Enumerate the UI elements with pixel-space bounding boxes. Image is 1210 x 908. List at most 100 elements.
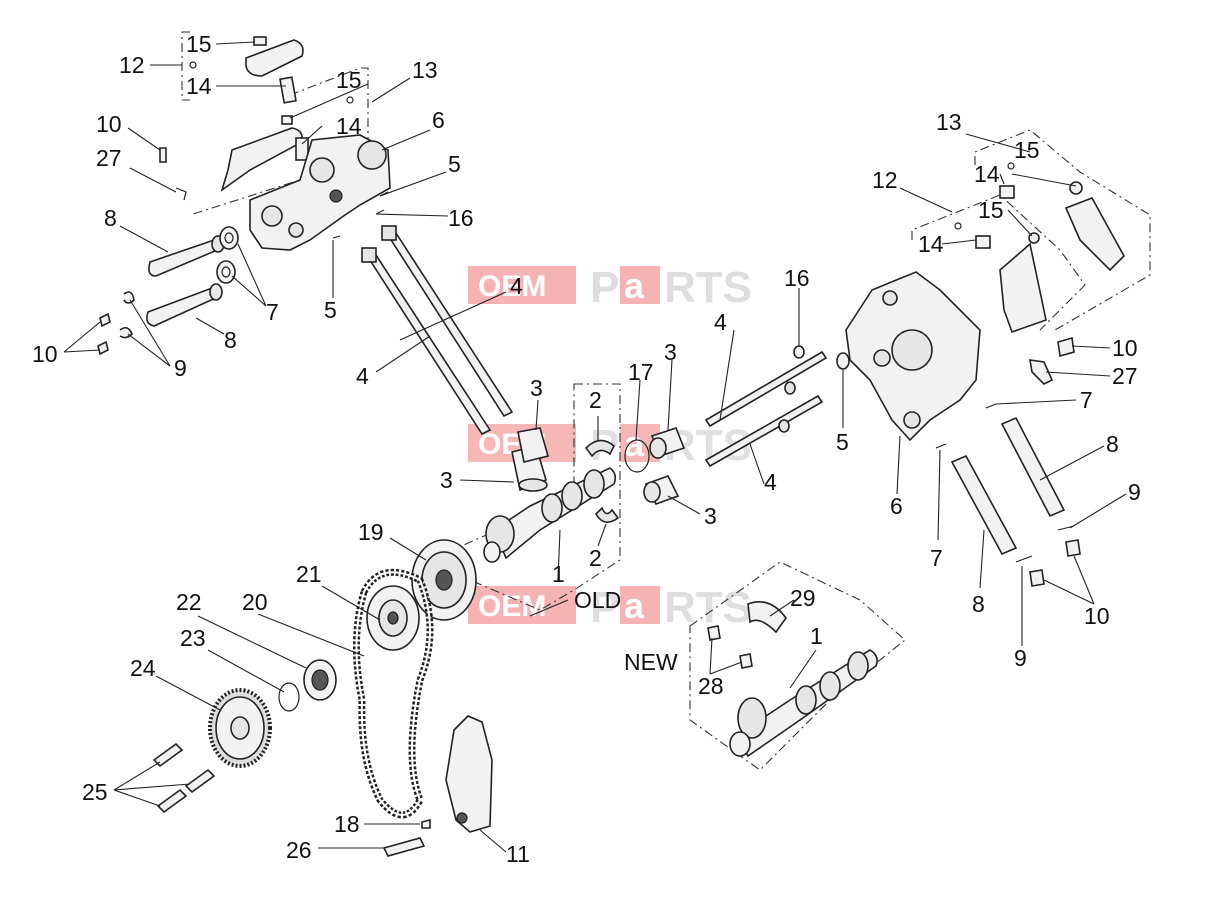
part-2-bearing-upper — [584, 439, 615, 458]
part-ball-right-b — [954, 222, 962, 230]
label-13: 13 — [936, 109, 962, 135]
part-15-pin — [253, 36, 267, 46]
part-8-shaft-lower — [146, 287, 221, 327]
part-15-pin-b — [281, 115, 293, 125]
label-6: 6 — [432, 107, 445, 133]
label-10: 10 — [32, 341, 58, 367]
label-13: 13 — [412, 57, 438, 83]
label-3: 3 — [704, 503, 717, 529]
part-1-new-cam-nose — [729, 731, 751, 757]
part-5-pin-left — [332, 235, 341, 239]
watermark-p: P — [590, 583, 619, 632]
label-3: 3 — [664, 339, 677, 365]
part-13-rocker-arm — [220, 127, 304, 193]
part-3-tappet-c-end — [649, 437, 667, 459]
part-10-bolt-upper — [99, 312, 111, 328]
label-5: 5 — [324, 297, 337, 323]
watermark-a: a — [624, 585, 645, 626]
label-5: 5 — [448, 151, 461, 177]
label-12: 12 — [119, 52, 145, 78]
part-25-bolt-b — [184, 768, 216, 794]
part-8-shaft-right-lower — [950, 454, 1018, 556]
label-5: 5 — [836, 429, 849, 455]
part-6-boss-right-b — [873, 349, 891, 367]
part-13-rocker-arm-right — [1064, 197, 1125, 272]
watermark-a-bg — [620, 586, 660, 624]
label-23: 23 — [180, 625, 206, 651]
part-6-boss-right-a — [891, 329, 933, 371]
label-4: 4 — [356, 363, 369, 389]
watermark-bg — [468, 266, 576, 304]
label-25: 25 — [82, 779, 108, 805]
camshaft-old — [483, 467, 617, 563]
label-old: OLD — [574, 587, 621, 613]
part-10-bolt-right-top — [1057, 336, 1075, 358]
label-16: 16 — [784, 265, 810, 291]
label-3: 3 — [440, 467, 453, 493]
label-26: 26 — [286, 837, 312, 863]
label-12: 12 — [872, 167, 898, 193]
part-17-o-ring — [624, 439, 650, 473]
label-1: 1 — [552, 561, 565, 587]
label-8: 8 — [1106, 431, 1119, 457]
label-10: 10 — [96, 111, 122, 137]
part-ball — [189, 61, 197, 69]
label-8: 8 — [104, 205, 117, 231]
label-9: 9 — [174, 355, 187, 381]
group-12-outline-right — [911, 194, 1086, 331]
part-1-new-cam-flange — [737, 697, 767, 739]
label-24: 24 — [130, 655, 156, 681]
part-1-new-cam-lobe-b — [819, 671, 841, 701]
rocker-arm-assembly-left — [159, 36, 354, 201]
part-25-bolt-c — [156, 788, 188, 814]
part-10-bolt-right-a — [1065, 539, 1081, 557]
label-16: 16 — [448, 205, 474, 231]
watermark-rts: RTS — [664, 583, 752, 632]
part-8-shaft-lower-end — [209, 283, 223, 301]
label-3: 3 — [530, 375, 543, 401]
label-14: 14 — [186, 73, 212, 99]
part-1-cam-nose — [483, 541, 501, 563]
rocker-support-right — [845, 271, 981, 442]
rocker-support-left — [249, 134, 391, 251]
watermark-bike: BIKE — [592, 272, 602, 294]
part-26-bolt — [382, 837, 426, 857]
watermark-a: a — [624, 423, 645, 464]
part-22-bearing-core — [311, 669, 329, 691]
group-13-outline-left — [189, 67, 369, 216]
push-rods-right — [704, 350, 828, 468]
part-14-shaft-right-a — [999, 185, 1015, 199]
label-15: 15 — [978, 197, 1004, 223]
part-7-washer-upper — [219, 226, 239, 250]
part-4-pushrod-a-top — [361, 247, 377, 263]
part-1-cam-lobe-a — [541, 493, 563, 523]
part-18-pin — [421, 818, 431, 829]
part-8-shaft-right-upper — [1000, 416, 1066, 518]
part-5-washer-right — [836, 352, 850, 370]
label-2: 2 — [589, 387, 602, 413]
label-21: 21 — [296, 561, 322, 587]
watermark-bottom: OEM P a RTS — [468, 583, 752, 632]
label-17: 17 — [628, 359, 654, 385]
label-20: 20 — [242, 589, 268, 615]
label-7: 7 — [1080, 387, 1093, 413]
crank-gear — [208, 688, 272, 768]
label-15: 15 — [336, 67, 362, 93]
label-11: 11 — [506, 841, 530, 867]
label-4: 4 — [764, 469, 777, 495]
label-14: 14 — [336, 113, 362, 139]
part-labels: 15 12 14 15 13 10 14 6 27 5 8 16 7 5 4 1… — [32, 31, 1141, 867]
part-25-bolt-a — [152, 742, 184, 768]
label-9: 9 — [1014, 645, 1027, 671]
part-6-boss-d — [288, 222, 304, 238]
part-3-tappet-b — [517, 427, 549, 463]
camshaft-new — [729, 649, 878, 758]
watermark-top: OEM BIKE P a RTS — [468, 263, 752, 312]
part-ball-right-a — [1007, 162, 1015, 170]
camshaft-sprocket — [411, 539, 477, 621]
part-1-cam-lobe-c — [583, 469, 605, 499]
part-4-pushrod-d-ring — [778, 419, 790, 433]
part-ball-b — [346, 96, 354, 104]
label-9: 9 — [1128, 479, 1141, 505]
